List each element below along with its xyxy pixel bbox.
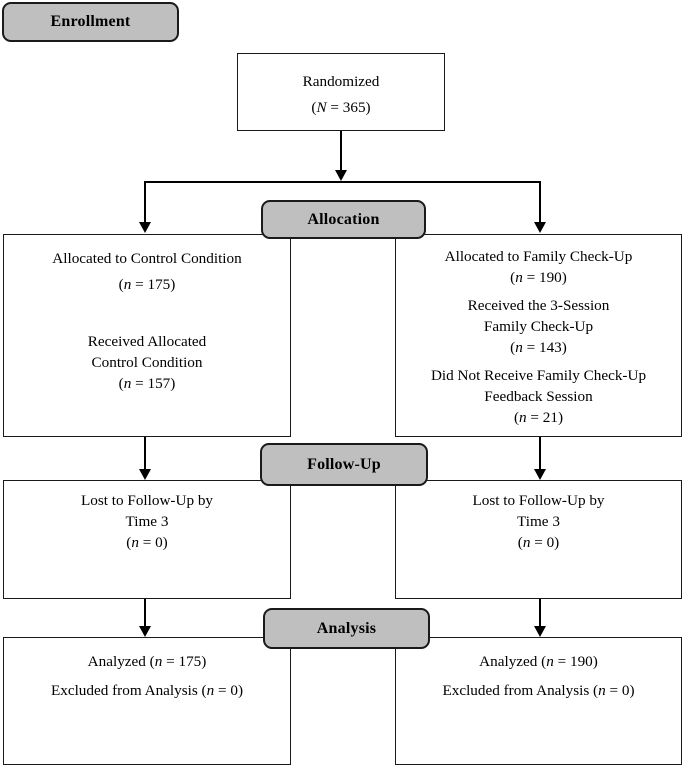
stage-label-followup: Follow-Up <box>260 443 428 486</box>
allocation-fcu-line-3: Received the 3-Session <box>467 297 610 314</box>
arrowhead-randomized-trunk <box>335 170 347 181</box>
allocation-control-line-2: (n = 175) <box>118 276 176 293</box>
followup-control-line-1: Lost to Follow-Up by <box>80 492 214 509</box>
box-followup-family-checkup: Lost to Follow-Up by Time 3 (n = 0) <box>395 480 682 599</box>
arrowhead-allocation-to-followup-left <box>139 469 151 480</box>
box-analysis-family-checkup: Analyzed (n = 190) Excluded from Analysi… <box>395 637 682 765</box>
allocation-fcu-line-4: Family Check-Up <box>483 318 594 335</box>
allocation-control-line-1: Allocated to Control Condition <box>52 250 242 267</box>
followup-fcu-line-2: Time 3 <box>517 513 560 530</box>
analysis-fcu-line-1: Analyzed (n = 190) <box>479 653 598 670</box>
allocation-fcu-line-8: (n = 21) <box>513 409 564 426</box>
connector-branch-left <box>144 181 146 223</box>
analysis-control-line-2: Excluded from Analysis (n = 0) <box>50 682 244 699</box>
stage-label-analysis-text: Analysis <box>316 619 377 637</box>
allocation-fcu-line-7: Feedback Session <box>484 388 593 405</box>
arrowhead-branch-left <box>139 222 151 233</box>
analysis-control-line-1: Analyzed (n = 175) <box>87 653 207 670</box>
randomized-line-2: (N = 365) <box>311 99 371 116</box>
followup-control-line-3: (n = 0) <box>126 534 168 551</box>
allocation-fcu-line-1: Allocated to Family Check-Up <box>444 248 633 265</box>
randomized-line-1: Randomized <box>302 73 380 90</box>
allocation-control-line-5: (n = 157) <box>118 375 176 392</box>
connector-followup-to-analysis-left <box>144 599 146 627</box>
connector-followup-to-analysis-right <box>539 599 541 627</box>
arrowhead-allocation-to-followup-right <box>534 469 546 480</box>
arrowhead-followup-to-analysis-right <box>534 626 546 637</box>
connector-randomized-trunk <box>340 131 342 171</box>
allocation-control-line-4: Control Condition <box>91 354 203 371</box>
connector-branch-right <box>539 181 541 223</box>
box-allocation-family-checkup: Allocated to Family Check-Up (n = 190) R… <box>395 234 682 437</box>
box-followup-control: Lost to Follow-Up by Time 3 (n = 0) <box>3 480 291 599</box>
stage-label-enrollment: Enrollment <box>2 2 179 42</box>
arrowhead-branch-right <box>534 222 546 233</box>
analysis-fcu-line-2: Excluded from Analysis (n = 0) <box>442 682 635 699</box>
followup-fcu-line-3: (n = 0) <box>517 534 560 551</box>
followup-fcu-line-1: Lost to Follow-Up by <box>472 492 605 509</box>
connector-split-bar <box>145 181 541 183</box>
box-analysis-control: Analyzed (n = 175) Excluded from Analysi… <box>3 637 291 765</box>
arrowhead-followup-to-analysis-left <box>139 626 151 637</box>
allocation-fcu-line-2: (n = 190) <box>510 269 567 286</box>
connector-allocation-to-followup-left <box>144 437 146 470</box>
box-randomized: Randomized (N = 365) <box>237 53 445 131</box>
allocation-fcu-line-6: Did Not Receive Family Check-Up <box>430 367 647 384</box>
allocation-control-line-3: Received Allocated <box>87 333 207 350</box>
stage-label-analysis: Analysis <box>263 608 430 649</box>
connector-allocation-to-followup-right <box>539 437 541 470</box>
allocation-fcu-line-5: (n = 143) <box>510 339 567 356</box>
stage-label-allocation: Allocation <box>261 200 426 239</box>
stage-label-followup-text: Follow-Up <box>307 455 381 473</box>
stage-label-enrollment-text: Enrollment <box>50 13 131 30</box>
box-allocation-control: Allocated to Control Condition (n = 175)… <box>3 234 291 437</box>
stage-label-allocation-text: Allocation <box>307 210 380 228</box>
followup-control-line-2: Time 3 <box>125 513 169 530</box>
